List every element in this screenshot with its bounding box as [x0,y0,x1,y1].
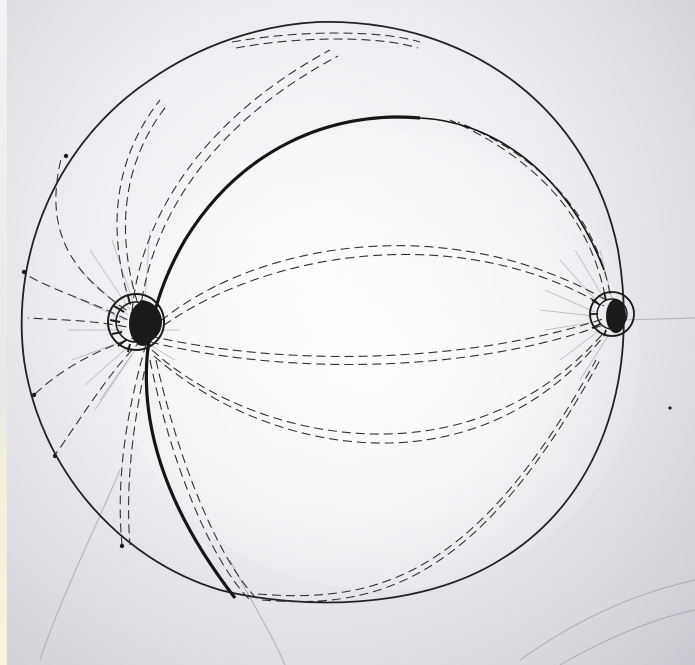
pole-right [590,292,634,336]
centre-highlight [120,130,640,590]
